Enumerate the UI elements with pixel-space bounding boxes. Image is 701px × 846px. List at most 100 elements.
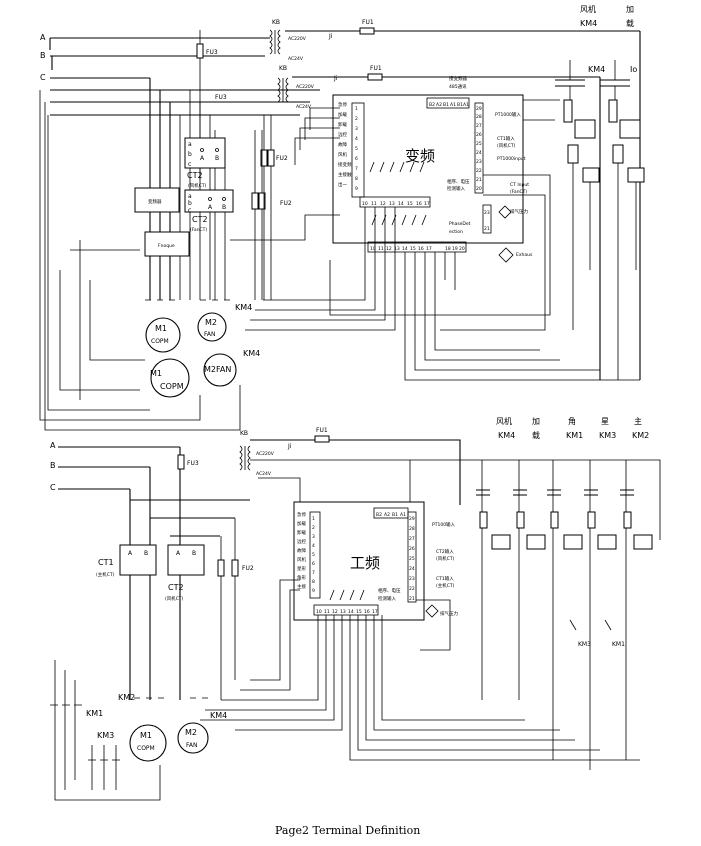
kb2-label: KB <box>279 65 287 72</box>
vfd-lt-3: 3 <box>355 126 358 132</box>
ct2-top-name: CT2 <box>187 171 203 180</box>
top-right-km4b: KM4 <box>588 65 605 74</box>
gp-lt-8: 8 <box>312 579 315 585</box>
gp-exhaust-diamond <box>425 604 439 618</box>
top-right-fuse-2 <box>612 144 624 164</box>
b-ct1-box <box>119 544 157 576</box>
km4-label-top-2: KM4 <box>243 349 260 358</box>
vfd-rt-25: 25 <box>476 141 482 147</box>
vfd-b1-15: 15 <box>407 201 413 207</box>
gp-title: 工频 <box>350 554 380 572</box>
kb1-ac220v: AC220V <box>288 36 307 42</box>
b-ct2-a: A <box>176 550 181 557</box>
vfd-term-b1b: B1 <box>457 102 463 108</box>
b-kb-label: KB <box>240 430 248 437</box>
gp-rt-28: 28 <box>409 526 415 532</box>
gp-b-16: 16 <box>364 609 370 615</box>
motor-m2-fan-a: M2 FAN <box>197 312 227 342</box>
b-motor-m2: M2 FAN <box>177 722 209 754</box>
vfd-rt-22: 22 <box>476 168 482 174</box>
gp-right-terms <box>407 511 417 603</box>
vfd-rt-21: 21 <box>476 177 482 183</box>
ji-label-1: Ji <box>328 33 333 40</box>
vfd-lt-7: 7 <box>355 166 358 172</box>
b-ct2-name: CT2 <box>168 583 184 592</box>
vfd-bottom-row2 <box>367 241 467 253</box>
vfd-exhaust-diamond-2 <box>498 247 514 263</box>
b-rh-0-bot: KM4 <box>498 431 515 440</box>
vfd-rt-29: 29 <box>476 106 482 112</box>
fnoque-box-label: Fnoque <box>158 243 175 249</box>
fuse-fu2-a2 <box>267 149 275 167</box>
kb2-ac24v: AC24V <box>296 104 312 110</box>
vfd-box-label: 变频器 <box>148 198 162 205</box>
b-motor-m1-sub: COPM <box>137 745 155 752</box>
gp-ll-5: 风机 <box>297 556 306 563</box>
controller-gongpin: B2 A2 B1 A1 工频 29 28 27 26 25 24 23 22 2… <box>293 501 458 621</box>
gp-rt-27: 27 <box>409 536 415 542</box>
b-phase-a-label: A <box>50 441 56 450</box>
gp-ct-main2: (主机CT) <box>436 582 455 589</box>
b-ct1-sub: (主机CT) <box>96 571 115 578</box>
vfd-b2-15: 15 <box>410 246 416 252</box>
b-motor-m1-name: M1 <box>140 731 152 740</box>
transformer-kb1 <box>269 29 281 55</box>
b-ji-label: Ji <box>287 443 292 450</box>
gp-ll-8: 主接 <box>297 583 306 590</box>
ct2-bot-sub: (FanCT) <box>190 227 207 233</box>
gp-lt-5: 5 <box>312 552 315 558</box>
b-km2-label: KM2 <box>118 693 135 702</box>
bottom-diagram: A B C FU3 KB AC220V AC24V Ji FU1 A B CT1… <box>50 416 661 801</box>
gp-ll-0: 急停 <box>297 511 306 518</box>
km4-label-top-1: KM4 <box>235 303 252 312</box>
controller-vfd: 接变频器 485通讯 B2 A2 B1 A1 B1 A1 变频 29 28 27… <box>332 75 533 263</box>
b-phase-c-label: C <box>50 483 56 492</box>
top-right-load: 加 <box>626 4 634 14</box>
gp-ct-fan2: (风机CT) <box>436 555 455 562</box>
b-ct2-b: B <box>192 550 196 557</box>
b-fuse-fu2-b <box>231 559 239 577</box>
gp-rt-23: 23 <box>409 576 415 582</box>
gp-rt-26: 26 <box>409 546 415 552</box>
ct-bot-a: A <box>208 204 213 211</box>
vfd-ct-input: CT Input <box>510 182 529 188</box>
vfd-lt-6: 6 <box>355 156 358 162</box>
b-rh-4-bot: KM2 <box>632 431 649 440</box>
gp-lt-7: 7 <box>312 570 315 576</box>
gp-ll-2: 卸载 <box>297 529 306 536</box>
gp-phase-det: 相序、电压 <box>378 587 401 594</box>
vfd-b2-14: 14 <box>402 246 408 252</box>
vfd-ll-2: 卸载 <box>338 121 347 128</box>
vfd-exhaust-en: Exhaus <box>516 252 533 258</box>
motor-m2-a-name: M2 <box>205 318 217 327</box>
gp-term-b1: B1 <box>392 512 398 518</box>
ct2-bot-name: CT2 <box>192 215 208 224</box>
fu1a-label: FU1 <box>362 19 374 26</box>
gp-rt-24: 24 <box>409 566 415 572</box>
vfd-ct-fan2: (风机CT) <box>497 142 516 149</box>
ct-top-b: B <box>215 155 219 162</box>
vfd-b2-19: 19 <box>452 246 458 252</box>
b-fu2-label: FU2 <box>242 565 254 572</box>
vfd-exhaust-diamond-1 <box>498 205 512 219</box>
gp-ll-7: 角形 <box>297 574 306 581</box>
vfd-ct-fan: CT1输入 <box>497 135 515 142</box>
b-fu1-label: FU1 <box>316 427 328 434</box>
gp-b-10: 10 <box>316 609 322 615</box>
top-right-fan: 风机 <box>580 4 596 14</box>
gp-phase-det2: 检测输入 <box>378 595 396 602</box>
gp-exhaust: 排气压力 <box>440 610 458 617</box>
b-right-contactors <box>476 460 653 770</box>
b-ac220v: AC220V <box>256 451 275 457</box>
b-motor-m1: M1 COPM <box>129 724 167 762</box>
fu3-label-2: FU3 <box>215 94 227 101</box>
b-ct2-box <box>167 544 205 576</box>
vfd-ll-5: 风机 <box>338 151 347 158</box>
motor-m1-b-name: M1 <box>150 369 162 378</box>
top-right-relay-1 <box>574 119 596 139</box>
b-ct1-b: B <box>144 550 148 557</box>
vfd-b2-17: 17 <box>426 246 432 252</box>
motor-m2-a-sub: FAN <box>204 331 216 338</box>
b-rh-1-bot: 载 <box>532 430 540 440</box>
